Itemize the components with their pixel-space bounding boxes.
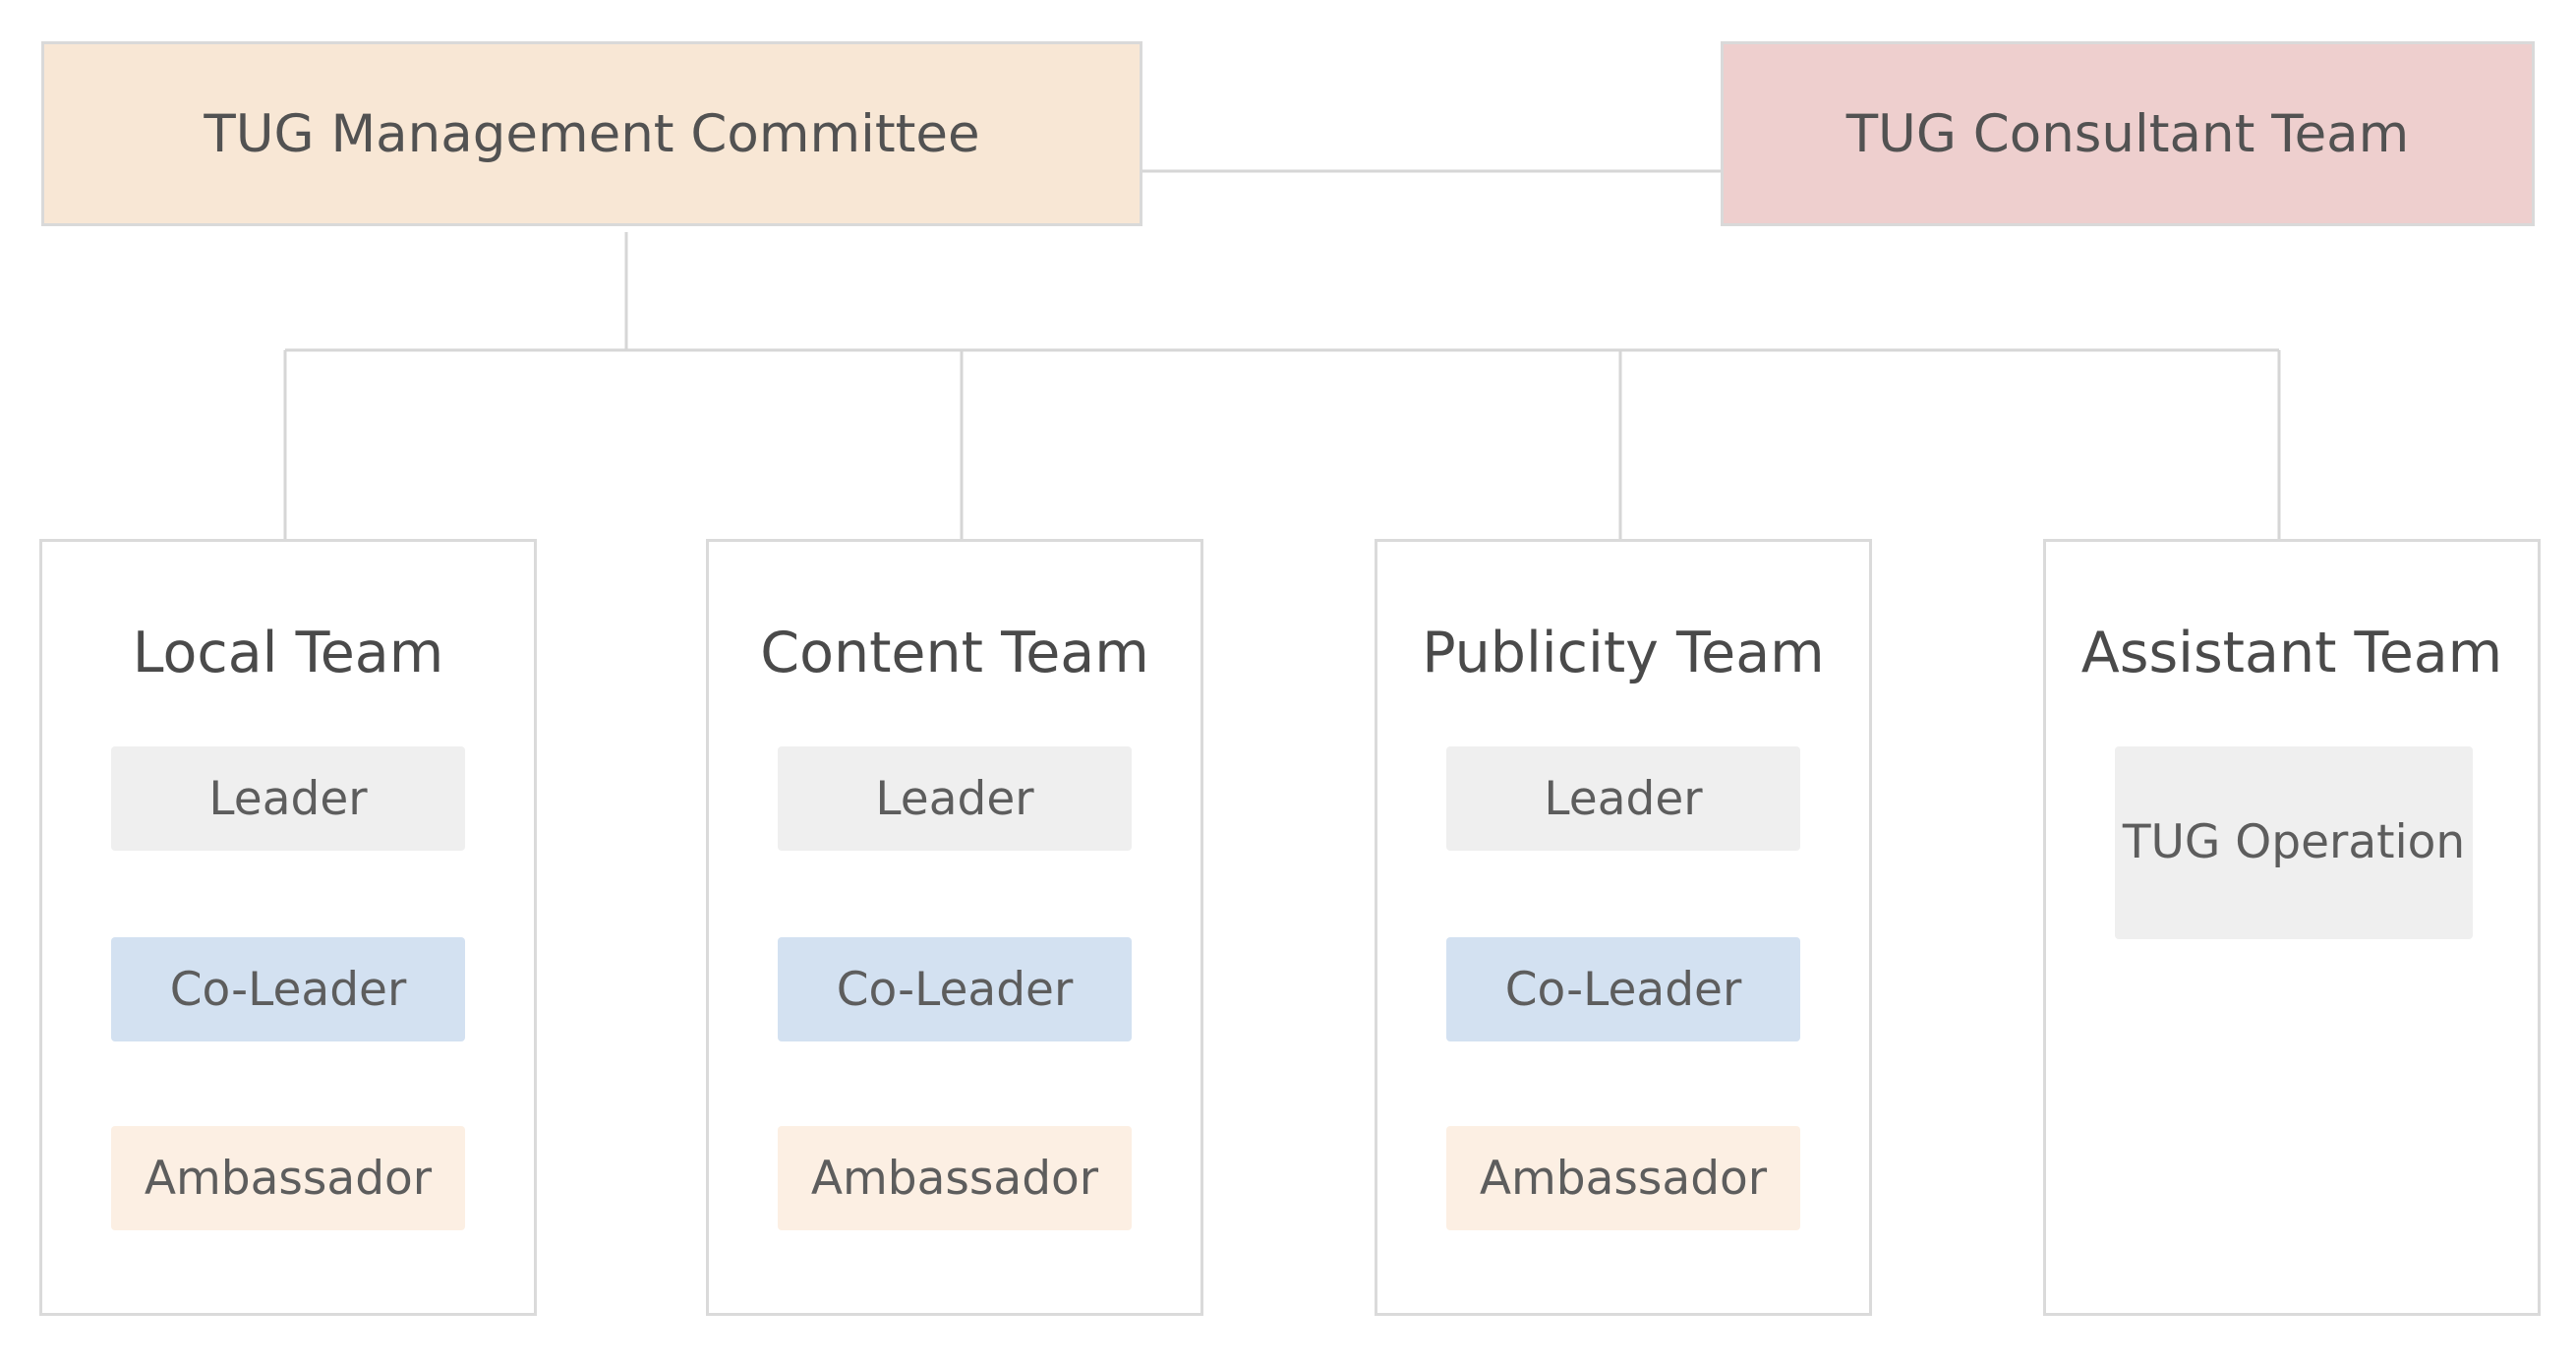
assistant-team-panel: Assistant Team TUG Operation xyxy=(2043,539,2541,1316)
role-ambassador: Ambassador xyxy=(1446,1126,1800,1230)
team-title: Publicity Team xyxy=(1422,621,1825,685)
publicity-team-panel: Publicity Team Leader Co-Leader Ambassad… xyxy=(1375,539,1872,1316)
role-leader: Leader xyxy=(778,746,1132,851)
management-committee-label: TUG Management Committee xyxy=(204,103,980,164)
role-leader: Leader xyxy=(1446,746,1800,851)
role-ambassador: Ambassador xyxy=(111,1126,465,1230)
team-title: Assistant Team xyxy=(2080,621,2503,685)
management-committee-box: TUG Management Committee xyxy=(41,41,1142,226)
role-co-leader: Co-Leader xyxy=(778,937,1132,1041)
role-co-leader: Co-Leader xyxy=(111,937,465,1041)
team-title: Content Team xyxy=(760,621,1149,685)
content-team-panel: Content Team Leader Co-Leader Ambassador xyxy=(706,539,1203,1316)
role-leader: Leader xyxy=(111,746,465,851)
role-co-leader: Co-Leader xyxy=(1446,937,1800,1041)
team-title: Local Team xyxy=(132,621,444,685)
consultant-team-label: TUG Consultant Team xyxy=(1845,103,2410,164)
role-ambassador: Ambassador xyxy=(778,1126,1132,1230)
consultant-team-box: TUG Consultant Team xyxy=(1721,41,2535,226)
role-tug-operation: TUG Operation xyxy=(2115,746,2473,939)
local-team-panel: Local Team Leader Co-Leader Ambassador xyxy=(39,539,537,1316)
